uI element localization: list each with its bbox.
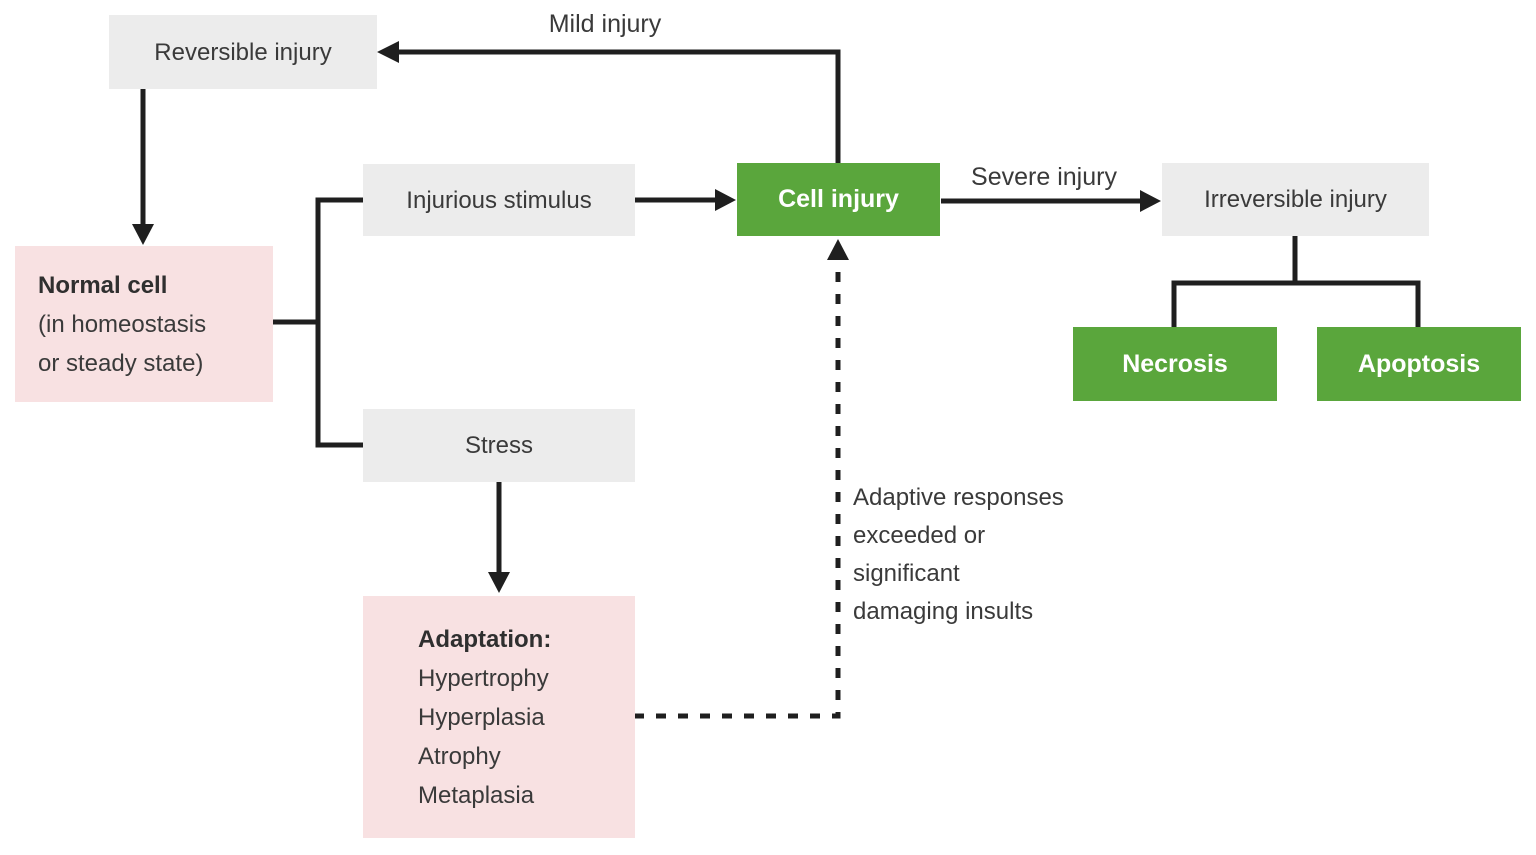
adaptation-item: Hyperplasia	[418, 703, 545, 731]
edge-label-adaptive-note: Adaptive responses exceeded or significa…	[853, 484, 1064, 625]
node-injurious-stimulus: Injurious stimulus	[363, 164, 635, 236]
edge-mild-injury	[396, 49, 841, 163]
edge-label-mild-injury: Mild injury	[548, 10, 662, 38]
arrowhead-stress-down	[488, 572, 510, 593]
node-label: Necrosis	[1122, 349, 1228, 378]
node-label: Apoptosis	[1357, 349, 1481, 378]
arrowhead-mild-injury-left	[377, 41, 399, 63]
node-label: Cell injury	[778, 185, 899, 213]
node-normal-cell: Normal cell (in homeostasis or steady st…	[15, 246, 273, 402]
node-heading: Adaptation:	[418, 625, 552, 653]
edge-adaptation-feedback-dashed	[634, 256, 841, 719]
arrowhead-feedback-up	[827, 239, 849, 260]
node-reversible-injury: Reversible injury	[109, 15, 377, 89]
node-adaptation: Adaptation: Hypertrophy Hyperplasia Atro…	[363, 596, 635, 838]
arrowhead-reversible-down	[132, 224, 154, 245]
node-label: Reversible injury	[154, 38, 332, 66]
adaptation-item: Metaplasia	[418, 781, 535, 809]
arrowhead-severe-right	[1140, 190, 1161, 212]
node-label: Injurious stimulus	[406, 186, 592, 214]
node-apoptosis: Apoptosis	[1317, 327, 1521, 401]
node-subtext: (in homeostasis or steady state)	[38, 310, 207, 377]
edge-irreversible-tree	[1171, 236, 1421, 327]
node-label: Irreversible injury	[1204, 186, 1387, 213]
node-heading: Normal cell	[38, 271, 168, 299]
node-stress: Stress	[363, 409, 635, 482]
node-label: Stress	[464, 432, 533, 459]
adaptation-item: Hypertrophy	[418, 664, 549, 692]
adaptation-item: Atrophy	[418, 742, 501, 770]
edge-normal-cell-bracket	[273, 197, 363, 448]
arrowhead-injurious-right	[715, 189, 736, 211]
node-irreversible-injury: Irreversible injury	[1162, 163, 1429, 236]
node-necrosis: Necrosis	[1073, 327, 1277, 401]
node-cell-injury: Cell injury	[737, 163, 940, 236]
edge-label-severe-injury: Severe injury	[971, 163, 1117, 191]
